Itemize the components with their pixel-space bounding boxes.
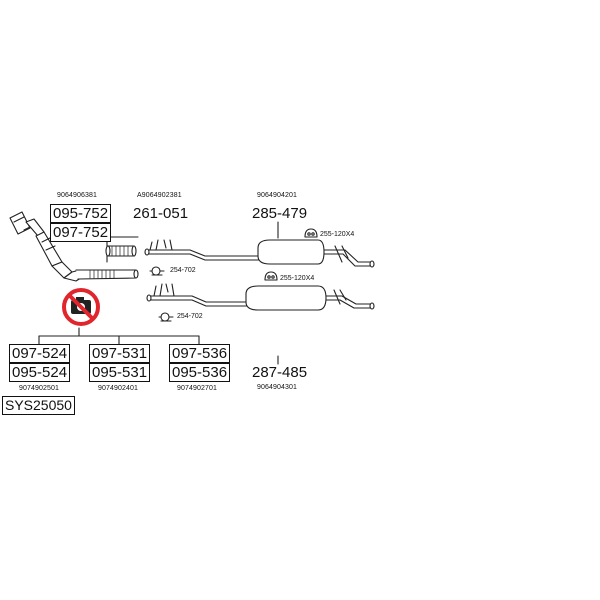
part-number-box[interactable]: 097-752 xyxy=(50,223,112,242)
hanger-icon xyxy=(304,228,318,238)
clamp-label[interactable]: 254-702 xyxy=(177,313,203,320)
part-number-flex[interactable]: 261-051 xyxy=(133,205,189,222)
rear-muffler-2-drawing xyxy=(146,283,375,311)
oe-number-group2: 9074902401 xyxy=(98,385,138,392)
part-number-box[interactable]: 095-752 xyxy=(50,204,112,223)
clamp-label[interactable]: 254-702 xyxy=(170,267,196,274)
part-number-box[interactable]: 095-524 xyxy=(9,363,71,382)
flex-pipe-drawing xyxy=(105,245,137,257)
hanger-icon xyxy=(264,271,278,281)
oe-number-rear2: 9064904301 xyxy=(257,384,297,391)
clamp-icon xyxy=(158,312,174,322)
oe-number-rear1: 9064904201 xyxy=(257,192,297,199)
oe-number-cat: 9064906381 xyxy=(57,192,97,199)
oe-number-group1: 9074902501 xyxy=(19,385,59,392)
front-pipe-drawing xyxy=(75,269,139,280)
part-number-rear2[interactable]: 287-485 xyxy=(252,364,308,381)
clamp-icon xyxy=(149,266,165,276)
part-number-box[interactable]: 095-536 xyxy=(169,363,231,382)
hanger-label[interactable]: 255-120X4 xyxy=(280,275,315,282)
part-number-box[interactable]: 097-531 xyxy=(89,344,151,363)
oe-number-group3: 9074902701 xyxy=(177,385,217,392)
no-camera-icon xyxy=(62,288,100,326)
part-number-box[interactable]: 097-536 xyxy=(169,344,231,363)
part-number-box[interactable]: 097-524 xyxy=(9,344,71,363)
hanger-label[interactable]: 255-120X4 xyxy=(320,231,355,238)
system-number-box[interactable]: SYS25050 xyxy=(2,396,75,415)
rear-muffler-1-drawing xyxy=(144,239,375,268)
part-number-rear1[interactable]: 285-479 xyxy=(252,205,308,222)
part-number-box[interactable]: 095-531 xyxy=(89,363,151,382)
oe-number-flex: A9064902381 xyxy=(137,192,182,199)
